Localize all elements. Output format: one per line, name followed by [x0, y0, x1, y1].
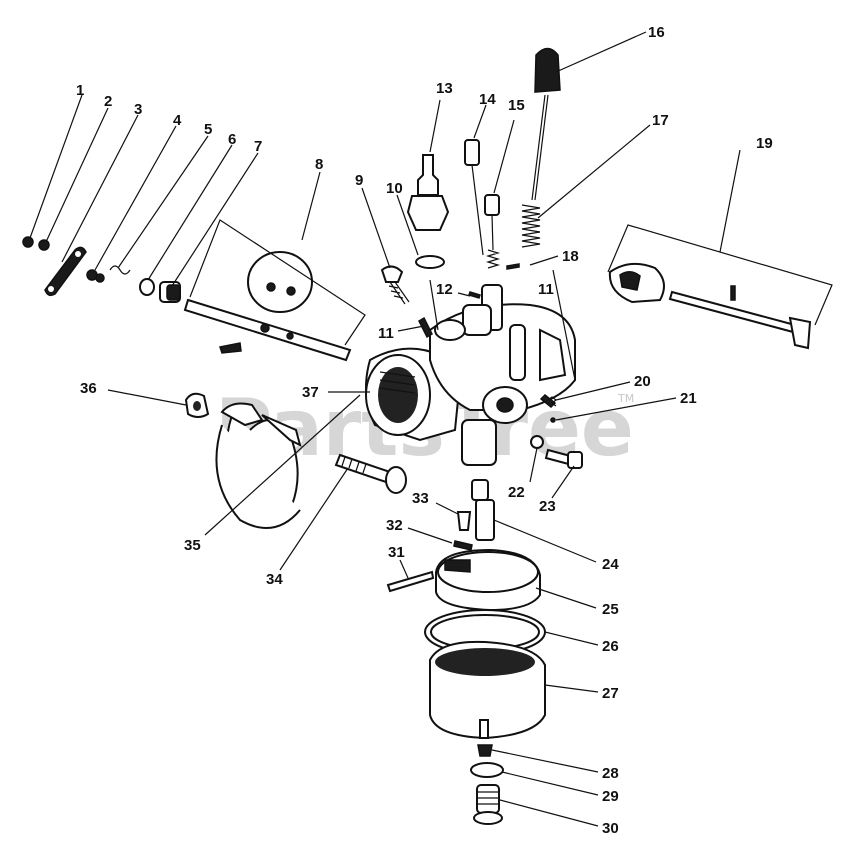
callout-8: 8: [315, 156, 323, 173]
callout-29: 29: [602, 788, 619, 805]
callout-11b: 11: [538, 281, 554, 298]
callout-2: 2: [104, 93, 112, 110]
callout-26: 26: [602, 638, 619, 655]
bowl-nut-group: [470, 744, 504, 825]
carburetor-body: [365, 269, 576, 466]
callout-17: 17: [652, 112, 669, 129]
callout-7: 7: [254, 138, 262, 155]
screws-20-23: [530, 396, 583, 469]
top-fittings: [406, 47, 561, 339]
callout-25: 25: [602, 601, 619, 618]
callout-24: 24: [602, 556, 619, 573]
callout-10: 10: [386, 180, 403, 197]
callout-14: 14: [479, 91, 496, 108]
callout-36: 36: [80, 380, 97, 397]
watermark-tm: TM: [617, 392, 634, 405]
callout-11a: 11: [378, 325, 394, 342]
callout-21: 21: [680, 390, 697, 407]
callout-31: 31: [388, 544, 405, 561]
leader-lines: [29, 31, 741, 827]
callout-32: 32: [386, 517, 403, 534]
idle-screw: [380, 265, 410, 305]
callout-27: 27: [602, 685, 619, 702]
nozzle-group: [386, 479, 495, 593]
callout-15: 15: [508, 97, 525, 114]
callout-33: 33: [412, 490, 429, 507]
float: [435, 548, 541, 612]
clamp-group: [184, 392, 407, 529]
callout-3: 3: [134, 101, 142, 118]
callout-28: 28: [602, 765, 619, 782]
float-bowl: [429, 640, 546, 740]
callout-labels: 1 2 3 4 5 6 7 8 9 10 11 11 12 13 14 15 1…: [76, 24, 773, 837]
callout-12: 12: [436, 281, 453, 298]
callout-34: 34: [266, 571, 283, 588]
callout-6: 6: [228, 131, 236, 148]
callout-20: 20: [634, 373, 651, 390]
callout-35: 35: [184, 537, 201, 554]
callout-16: 16: [648, 24, 665, 41]
callout-18: 18: [562, 248, 579, 265]
callout-23: 23: [539, 498, 556, 515]
callout-5: 5: [204, 121, 212, 138]
callout-13: 13: [436, 80, 453, 97]
callout-37: 37: [302, 384, 319, 401]
callout-19: 19: [756, 135, 773, 152]
throttle-shaft-group: [22, 219, 366, 362]
choke-shaft-group: [607, 224, 833, 350]
callout-4: 4: [173, 112, 182, 129]
callout-22: 22: [508, 484, 525, 501]
callout-30: 30: [602, 820, 619, 837]
callout-9: 9: [355, 172, 363, 189]
callout-1: 1: [76, 82, 84, 99]
